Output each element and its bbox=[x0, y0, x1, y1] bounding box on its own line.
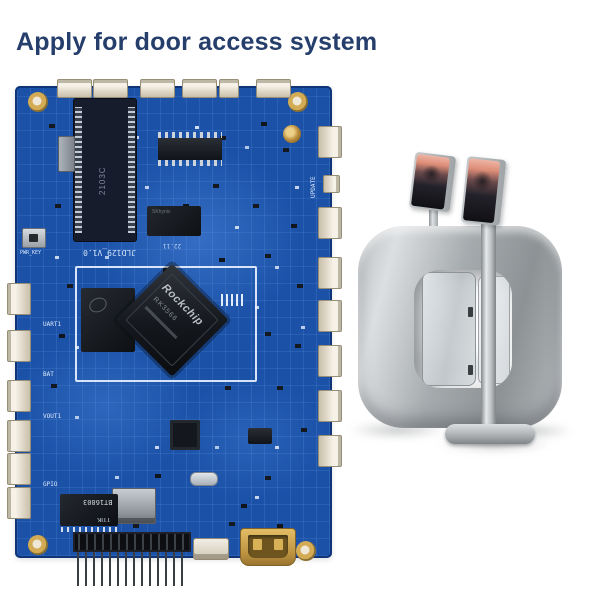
hdmi-pin-tab bbox=[253, 539, 262, 550]
silk-label-bat: BAT bbox=[43, 371, 54, 378]
terminal-floor-pole bbox=[481, 218, 496, 430]
hdmi-pin-tab bbox=[274, 539, 283, 550]
silk-label-gpio: GPIO bbox=[43, 481, 58, 488]
mounting-hole bbox=[296, 541, 316, 561]
crystal-oscillator bbox=[190, 472, 218, 486]
power-button-nub bbox=[29, 234, 38, 242]
hdmi-port bbox=[240, 528, 296, 566]
wifi-antenna-trace bbox=[221, 294, 243, 306]
power-ic bbox=[248, 428, 272, 444]
glass-hinge bbox=[468, 307, 473, 317]
soic-chip bbox=[158, 132, 222, 166]
jst-connector bbox=[7, 330, 31, 362]
jst-connector bbox=[7, 380, 31, 412]
gate-frame bbox=[358, 226, 562, 428]
chip-body bbox=[158, 138, 222, 160]
ethernet-chip-pins bbox=[61, 527, 117, 532]
jst-connector bbox=[140, 79, 175, 98]
pcie-label: 2103C bbox=[98, 166, 107, 195]
mounting-hole bbox=[28, 535, 48, 555]
mounting-hole bbox=[28, 92, 48, 112]
pcb-board: UPDATE UART1 BAT VOUT1 GPIO PWR_KEY 2103… bbox=[7, 79, 342, 586]
jst-connector bbox=[93, 79, 128, 98]
terminal-mount-pole bbox=[429, 202, 438, 230]
pcie-pin-teeth bbox=[75, 107, 82, 233]
ethernet-chip-model: BT16803 bbox=[83, 498, 113, 506]
qfn-chip bbox=[170, 420, 200, 450]
chip-pins bbox=[158, 132, 222, 138]
jst-connector bbox=[318, 126, 342, 158]
update-connector bbox=[323, 175, 340, 193]
silk-label-update: UPDATE bbox=[310, 176, 317, 198]
cpu-silkscreen-outline bbox=[75, 266, 257, 382]
chip-pins bbox=[158, 160, 222, 166]
mini-pcie-slot: 2103C bbox=[73, 98, 137, 242]
jst-connector bbox=[182, 79, 217, 98]
silk-label-uart1: UART1 bbox=[43, 321, 62, 328]
jst-connector bbox=[7, 487, 31, 519]
jst-connector bbox=[57, 79, 92, 98]
date-code-silkscreen: 22.11 bbox=[163, 242, 182, 249]
jst-connector bbox=[318, 300, 342, 332]
board-version-silkscreen: JLD129_V1.0 bbox=[83, 248, 136, 257]
jst-connector bbox=[7, 283, 31, 315]
hdmi-slot bbox=[248, 535, 288, 558]
memory-chip: SKhynix bbox=[147, 206, 201, 236]
jst-connector bbox=[318, 345, 342, 377]
mounting-hole bbox=[288, 92, 308, 112]
pole-base-plate bbox=[445, 424, 535, 444]
gpio-pin-header bbox=[73, 532, 191, 552]
socket bbox=[58, 136, 75, 172]
pin-header-legs bbox=[75, 552, 189, 586]
jst-connector bbox=[7, 420, 31, 452]
glass-barrier bbox=[422, 272, 476, 386]
ethernet-transformer bbox=[112, 488, 156, 524]
jst-connector bbox=[318, 257, 342, 289]
ethernet-chip: BT16803 TTIK bbox=[60, 494, 118, 526]
rf-antenna-connector bbox=[283, 125, 301, 143]
silk-label-pwr-key: PWR_KEY bbox=[20, 250, 42, 256]
gate-opening bbox=[414, 270, 512, 388]
face-recognition-terminal bbox=[460, 156, 507, 226]
pcie-pin-teeth bbox=[128, 107, 135, 233]
ethernet-chip-brand: TTIK bbox=[96, 516, 110, 522]
page-title: Apply for door access system bbox=[16, 28, 378, 56]
glass-hinge bbox=[468, 365, 473, 375]
jst-connector bbox=[219, 79, 239, 98]
silk-label-vout: VOUT1 bbox=[43, 413, 62, 420]
jst-connector bbox=[318, 390, 342, 422]
power-button bbox=[22, 228, 46, 248]
face-silhouette bbox=[420, 164, 443, 184]
smd-silkscreen-marks bbox=[15, 86, 19, 89]
face-silhouette bbox=[472, 170, 493, 193]
face-recognition-terminal bbox=[408, 151, 457, 213]
jst-connector bbox=[256, 79, 291, 98]
terminal-screen bbox=[462, 158, 501, 224]
circuit-board-photo: UPDATE UART1 BAT VOUT1 GPIO PWR_KEY 2103… bbox=[7, 79, 342, 586]
terminal-screen bbox=[410, 153, 451, 210]
jst-connector bbox=[318, 207, 342, 239]
micro-usb-connector bbox=[193, 538, 229, 560]
turnstile-gate-photo bbox=[340, 140, 600, 470]
jst-connector bbox=[318, 435, 342, 467]
emmc-logo bbox=[86, 294, 110, 316]
jst-connector bbox=[7, 453, 31, 485]
